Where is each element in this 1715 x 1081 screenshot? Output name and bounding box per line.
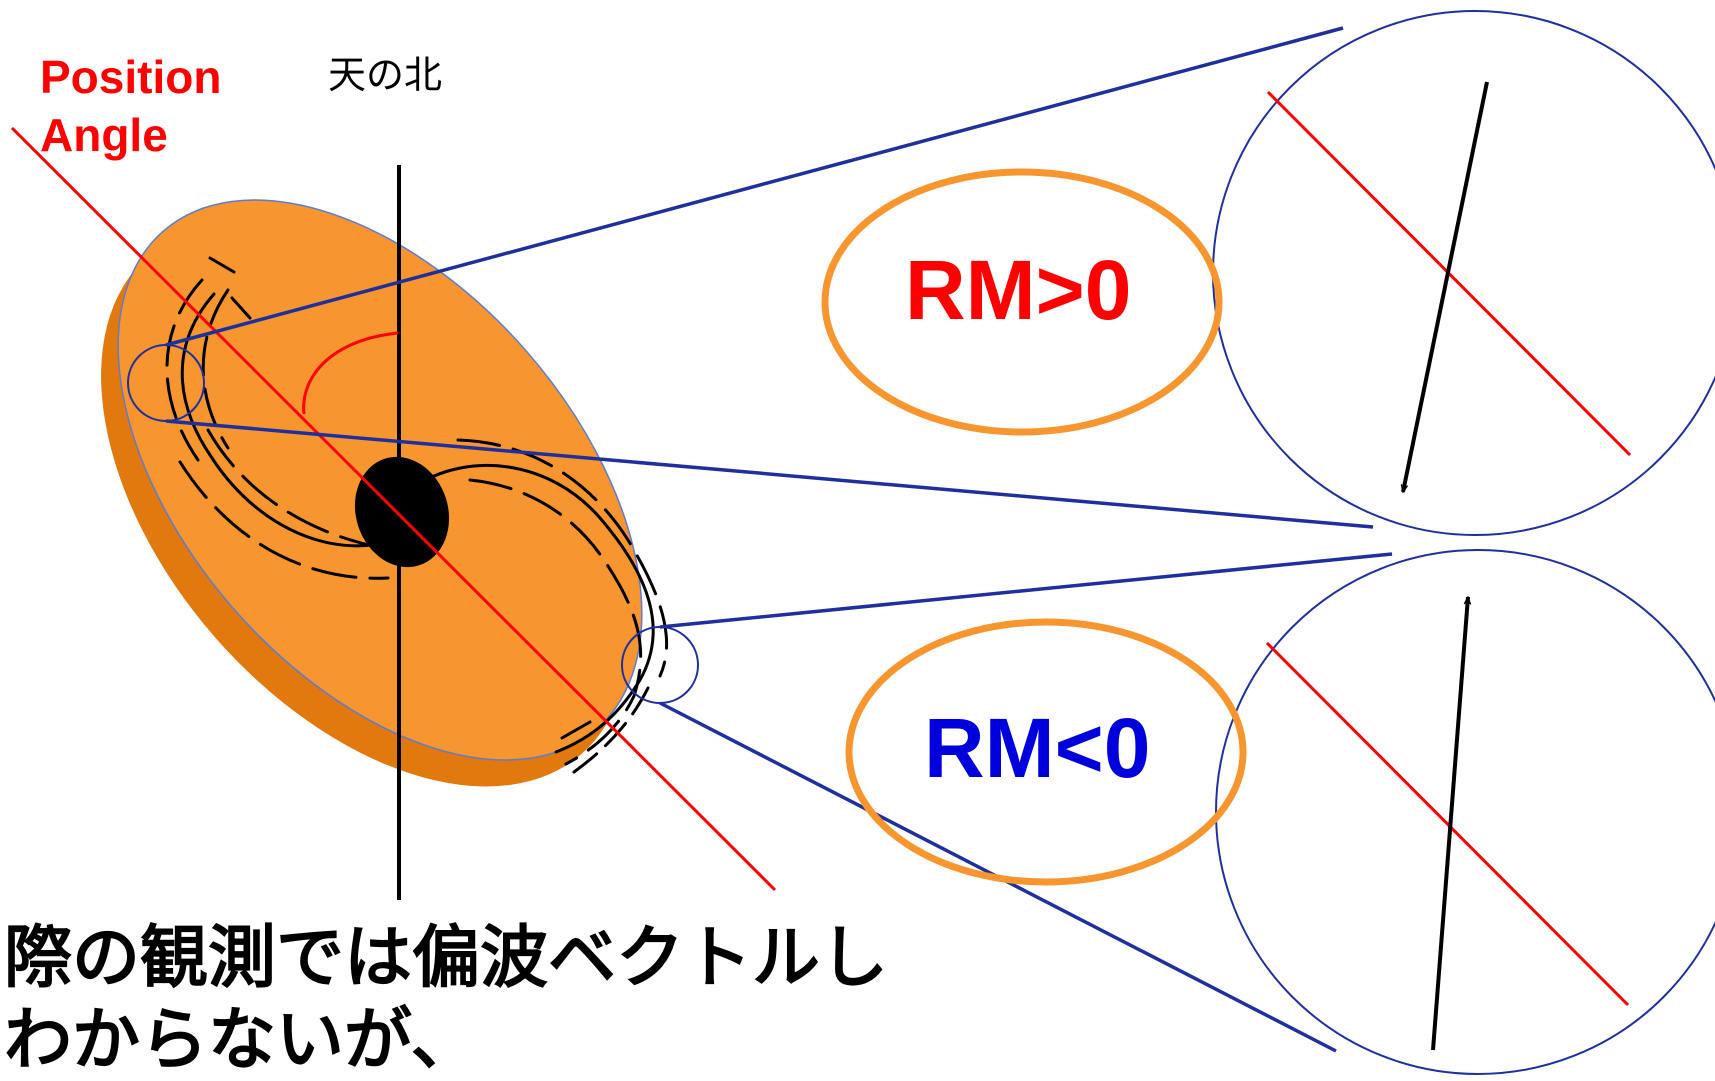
- position-angle-label-line1: Position: [40, 48, 221, 106]
- caption-line1: 際の観測では偏波ベクトルし: [4, 918, 888, 1000]
- rm-positive-label: RM>0: [905, 242, 1131, 339]
- position-angle-label: Position Angle: [40, 48, 221, 164]
- caption-text: 際の観測では偏波ベクトルし わからないが、: [4, 918, 888, 1081]
- north-label: 天の北: [328, 44, 442, 99]
- zoom-circle-upper: [1213, 11, 1715, 535]
- caption-line2: わからないが、: [4, 1000, 888, 1081]
- position-angle-label-line2: Angle: [40, 106, 221, 164]
- rm-negative-label: RM<0: [924, 700, 1150, 797]
